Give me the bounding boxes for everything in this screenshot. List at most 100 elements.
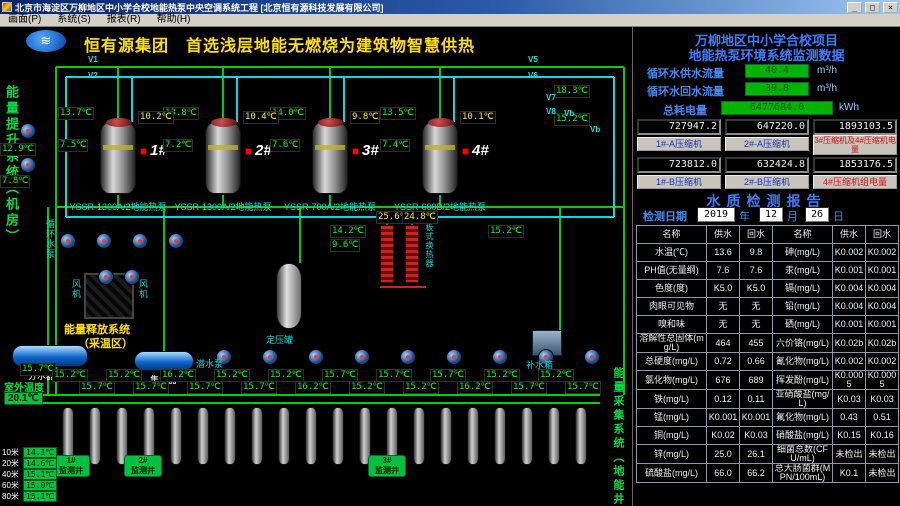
water-quality-cell: 26.1 [739, 444, 773, 464]
pump-icon[interactable] [96, 233, 112, 249]
minimize-button[interactable]: _ [847, 1, 862, 13]
heat-pump-unit-2[interactable]: 2# YSSR-1300A/2地能热泵 [174, 118, 272, 212]
pump-icon[interactable] [538, 349, 554, 365]
pump-icon[interactable] [262, 349, 278, 365]
unit-model-label: YSSR-1300A/2地能热泵 [174, 202, 272, 212]
monitoring-well [359, 407, 371, 465]
monitoring-well [116, 407, 128, 465]
water-quality-cell: 汞(mg/L) [772, 261, 833, 280]
well-temp-display: 15.2℃ [538, 369, 574, 382]
energy-display-2b: 632424.8 [725, 157, 809, 173]
temp-display: 13.5℃ [380, 107, 416, 120]
temp-display: 18.3℃ [554, 85, 590, 98]
maximize-button[interactable]: □ [865, 1, 880, 13]
well-temp-display: 15.7℃ [133, 381, 169, 394]
pump-icon[interactable] [20, 123, 36, 139]
right-system-label: 能量采集系统（地能井） [612, 367, 624, 506]
well-tag: 1#监测井 [52, 455, 90, 477]
col-name-1: 名称 [636, 225, 707, 244]
monitoring-well [521, 407, 533, 465]
close-button[interactable]: × [883, 1, 898, 13]
total-power-label: 总耗电量 [663, 105, 707, 117]
temp-display: 14.0℃ [270, 107, 306, 120]
pump-icon[interactable] [400, 349, 416, 365]
compressor-1b-button[interactable]: 1#-B压缩机 [637, 175, 721, 189]
temp-display: 7.4℃ [380, 139, 411, 152]
test-year-field[interactable]: 2019 [697, 207, 735, 222]
water-quality-cell: 无 [739, 315, 773, 334]
well-temp-display: 15.2℃ [106, 369, 142, 382]
menu-screen[interactable]: 画面(P) [8, 14, 42, 25]
well-temp-display: 15.7℃ [376, 369, 412, 382]
pump-icon[interactable] [98, 269, 114, 285]
return-flow-display: 39.8 [745, 82, 809, 96]
pump-icon[interactable] [446, 349, 462, 365]
pump-icon[interactable] [584, 349, 600, 365]
water-quality-cell: K0.03 [832, 389, 866, 409]
water-quality-cell: 总大肠菌群(MPN/100mL) [772, 463, 833, 483]
heat-pump-unit-3[interactable]: 3# YSSR-700A/2地能热泵 [284, 118, 379, 212]
heat-exchanger-1 [380, 225, 394, 283]
water-quality-cell: K0.001 [865, 315, 899, 334]
fan-label-right: 风机 [138, 279, 148, 299]
pump-icon[interactable] [308, 349, 324, 365]
test-month-field[interactable]: 12 [759, 207, 783, 222]
temp-display: 7.6℃ [270, 139, 301, 152]
water-quality-cell: 氟化物(mg/L) [772, 408, 833, 427]
water-quality-cell: 未检出 [865, 463, 899, 483]
temp-display: 7.8℃ [0, 175, 31, 188]
heat-pump-vessel [422, 118, 458, 194]
pump-icon[interactable] [124, 269, 140, 285]
water-quality-cell: K0.001 [865, 261, 899, 280]
water-quality-cell: K0.004 [832, 297, 866, 316]
company-logo: ≋ [26, 30, 66, 52]
water-quality-cell: 亚硝酸盐(mg/L) [772, 389, 833, 409]
heat-pump-unit-4[interactable]: 4# YSSR-600B/2地能热泵 [394, 118, 489, 212]
monitoring-well [224, 407, 236, 465]
water-collector [134, 351, 194, 371]
pump-icon[interactable] [354, 349, 370, 365]
water-quality-cell: 无 [706, 315, 740, 334]
menu-help[interactable]: 帮助(H) [156, 14, 191, 25]
compressor-1a-button[interactable]: 1#-A压缩机 [637, 137, 721, 151]
menu-report[interactable]: 报表(R) [106, 14, 141, 25]
temp-display: 13.7℃ [58, 107, 94, 120]
pump-icon[interactable] [216, 349, 232, 365]
water-quality-cell: 色度(度) [636, 279, 707, 298]
water-quality-cell: K0.02 [706, 426, 740, 445]
pump-icon[interactable] [168, 233, 184, 249]
well-temp-display: 16.2℃ [295, 381, 331, 394]
monitoring-well [197, 407, 209, 465]
temp-display: 24.8℃ [402, 211, 438, 224]
monitoring-well [278, 407, 290, 465]
total-power-display: 6477684.0 [721, 101, 833, 115]
test-day-field[interactable]: 26 [805, 207, 829, 222]
pump-icon[interactable] [132, 233, 148, 249]
water-quality-cell: 砷(mg/L) [772, 243, 833, 262]
valve-label: V2 [88, 71, 98, 80]
heat-pump-unit-1[interactable]: 1# YSSR-1300A/2地能热泵 [69, 118, 167, 212]
test-date-label: 检测日期 [643, 211, 687, 223]
outdoor-temp-label: 室外温度 [4, 383, 44, 394]
water-quality-cell: K0.001 [739, 408, 773, 427]
pump-icon[interactable] [492, 349, 508, 365]
compressor-2b-button[interactable]: 2#-B压缩机 [725, 175, 809, 189]
water-quality-cell: K0.1 [832, 463, 866, 483]
distributor-label: 分水器 [28, 371, 56, 381]
well-temp-display: 15.7℃ [187, 381, 223, 394]
water-quality-cell: K0.004 [832, 279, 866, 298]
compressor-2a-button[interactable]: 2#-A压缩机 [725, 137, 809, 151]
window-title: 北京市海淀区万柳地区中小学合校地能热泵中央空调系统工程 [北京恒有源科技发展有限… [15, 2, 384, 13]
water-quality-cell: 总硬度(mg/L) [636, 352, 707, 371]
pump-icon[interactable] [20, 157, 36, 173]
pump-icon[interactable] [60, 233, 76, 249]
menu-system[interactable]: 系统(S) [57, 14, 91, 25]
well-temp-display: 15.7℃ [241, 381, 277, 394]
